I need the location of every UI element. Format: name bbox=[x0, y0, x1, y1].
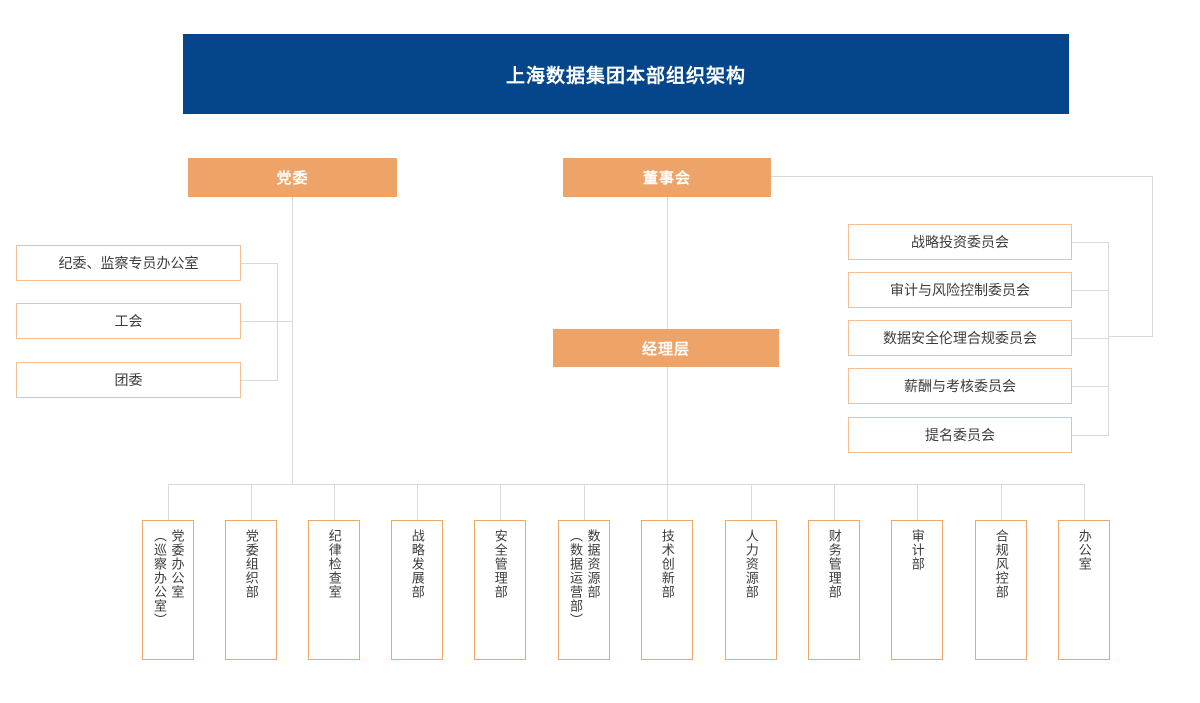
dept-box-mgmt-7-inner: 审计部 bbox=[892, 529, 942, 655]
dept-box-mgmt-3-main: 数据资源部 bbox=[585, 529, 601, 599]
dept-box-party-3-inner: 纪律检查室 bbox=[309, 529, 359, 655]
connector-management-spine bbox=[667, 367, 668, 484]
connector-party-units-stub bbox=[277, 321, 293, 322]
dept-box-mgmt-2-main: 安全管理部 bbox=[492, 529, 508, 599]
dept-box-mgmt-2-inner: 安全管理部 bbox=[475, 529, 525, 655]
connector-committee-5 bbox=[1072, 435, 1109, 436]
connector-mgmt-dept-drop-3 bbox=[584, 484, 585, 520]
dept-box-party-1[interactable]: 党委办公室 （巡察办公室） bbox=[142, 520, 194, 660]
dept-box-mgmt-8-main: 合规风控部 bbox=[993, 529, 1009, 599]
dept-box-mgmt-3[interactable]: 数据资源部 （数据运营部） bbox=[558, 520, 610, 660]
dept-box-mgmt-6-main: 财务管理部 bbox=[826, 529, 842, 599]
connector-party-dept-drop-1 bbox=[168, 484, 169, 520]
connector-committee-1 bbox=[1072, 242, 1109, 243]
connector-committee-riser-stub bbox=[1108, 336, 1153, 337]
node-committee-3[interactable]: 数据安全伦理合规委员会 bbox=[848, 320, 1072, 356]
connector-mgmt-dept-drop-9 bbox=[1084, 484, 1085, 520]
dept-box-mgmt-9[interactable]: 办公室 bbox=[1058, 520, 1110, 660]
node-committee-2-label: 审计与风险控制委员会 bbox=[890, 282, 1030, 298]
dept-box-party-2-main: 党委组织部 bbox=[243, 529, 259, 599]
node-party-unit-1-label: 纪委、监察专员办公室 bbox=[58, 255, 199, 271]
connector-party-dept-bus bbox=[168, 484, 417, 485]
connector-committee-4 bbox=[1072, 386, 1109, 387]
node-party-unit-3[interactable]: 团委 bbox=[16, 362, 241, 398]
connector-board-to-committees bbox=[771, 176, 1152, 177]
dept-box-mgmt-1[interactable]: 战略发展部 bbox=[391, 520, 443, 660]
dept-box-mgmt-8[interactable]: 合规风控部 bbox=[975, 520, 1027, 660]
dept-box-mgmt-6-inner: 财务管理部 bbox=[809, 529, 859, 655]
connector-management-dept-bus bbox=[417, 484, 1084, 485]
connector-mgmt-dept-drop-1 bbox=[417, 484, 418, 520]
node-party-committee[interactable]: 党委 bbox=[188, 158, 397, 197]
connector-mgmt-dept-drop-5 bbox=[751, 484, 752, 520]
node-committee-4-label: 薪酬与考核委员会 bbox=[904, 378, 1016, 394]
dept-box-mgmt-3-inner: 数据资源部 （数据运营部） bbox=[559, 529, 609, 655]
connector-board-to-management bbox=[667, 197, 668, 329]
node-committee-5[interactable]: 提名委员会 bbox=[848, 417, 1072, 453]
node-board-of-directors-label: 董事会 bbox=[642, 170, 691, 187]
connector-mgmt-dept-drop-7 bbox=[917, 484, 918, 520]
dept-box-mgmt-5[interactable]: 人力资源部 bbox=[725, 520, 777, 660]
dept-box-party-1-inner: 党委办公室 （巡察办公室） bbox=[143, 529, 193, 655]
dept-box-mgmt-5-inner: 人力资源部 bbox=[726, 529, 776, 655]
connector-committee-2 bbox=[1072, 290, 1109, 291]
connector-mgmt-dept-drop-4 bbox=[667, 484, 668, 520]
connector-committee-riser bbox=[1152, 176, 1153, 336]
connector-party-dept-drop-2 bbox=[251, 484, 252, 520]
dept-box-mgmt-2[interactable]: 安全管理部 bbox=[474, 520, 526, 660]
node-management-layer[interactable]: 经理层 bbox=[553, 329, 779, 367]
node-committee-4[interactable]: 薪酬与考核委员会 bbox=[848, 368, 1072, 404]
dept-box-mgmt-4[interactable]: 技术创新部 bbox=[641, 520, 693, 660]
dept-box-party-3[interactable]: 纪律检查室 bbox=[308, 520, 360, 660]
connector-committee-3 bbox=[1072, 338, 1109, 339]
node-committee-3-label: 数据安全伦理合规委员会 bbox=[883, 330, 1037, 346]
connector-party-dept-drop-3 bbox=[334, 484, 335, 520]
connector-party-units-bracket bbox=[277, 263, 278, 381]
node-party-unit-2[interactable]: 工会 bbox=[16, 303, 241, 339]
node-party-unit-3-label: 团委 bbox=[114, 372, 143, 388]
connector-mgmt-dept-drop-8 bbox=[1001, 484, 1002, 520]
dept-box-party-1-sub: （巡察办公室） bbox=[152, 529, 167, 627]
dept-box-mgmt-7-main: 审计部 bbox=[909, 529, 925, 571]
node-management-layer-label: 经理层 bbox=[641, 340, 690, 358]
dept-box-mgmt-8-inner: 合规风控部 bbox=[976, 529, 1026, 655]
connector-unit-1 bbox=[241, 263, 278, 264]
node-committee-1[interactable]: 战略投资委员会 bbox=[848, 224, 1072, 260]
chart-title-banner: 上海数据集团本部组织架构 bbox=[183, 34, 1069, 114]
dept-box-mgmt-7[interactable]: 审计部 bbox=[891, 520, 943, 660]
connector-unit-2 bbox=[241, 321, 278, 322]
dept-box-party-1-main: 党委办公室 bbox=[169, 529, 185, 599]
dept-box-mgmt-5-main: 人力资源部 bbox=[743, 529, 759, 599]
node-committee-2[interactable]: 审计与风险控制委员会 bbox=[848, 272, 1072, 308]
dept-box-mgmt-4-inner: 技术创新部 bbox=[642, 529, 692, 655]
connector-party-spine bbox=[292, 197, 293, 484]
dept-box-party-2-inner: 党委组织部 bbox=[226, 529, 276, 655]
dept-box-mgmt-9-inner: 办公室 bbox=[1059, 529, 1109, 655]
node-board-of-directors[interactable]: 董事会 bbox=[563, 158, 771, 197]
dept-box-party-2[interactable]: 党委组织部 bbox=[225, 520, 277, 660]
dept-box-mgmt-3-sub: （数据运营部） bbox=[568, 529, 583, 627]
dept-box-mgmt-9-main: 办公室 bbox=[1076, 529, 1092, 571]
node-committee-1-label: 战略投资委员会 bbox=[911, 234, 1009, 250]
dept-box-mgmt-4-main: 技术创新部 bbox=[659, 529, 675, 599]
connector-mgmt-dept-drop-2 bbox=[500, 484, 501, 520]
node-party-unit-2-label: 工会 bbox=[114, 313, 143, 329]
connector-unit-3 bbox=[241, 380, 278, 381]
dept-box-mgmt-1-inner: 战略发展部 bbox=[392, 529, 442, 655]
node-committee-5-label: 提名委员会 bbox=[925, 427, 995, 443]
node-party-committee-label: 党委 bbox=[276, 170, 309, 187]
page-title: 上海数据集团本部组织架构 bbox=[505, 65, 746, 87]
dept-box-party-3-main: 纪律检查室 bbox=[326, 529, 342, 599]
dept-box-mgmt-1-main: 战略发展部 bbox=[409, 529, 425, 599]
node-party-unit-1[interactable]: 纪委、监察专员办公室 bbox=[16, 245, 241, 281]
dept-box-mgmt-6[interactable]: 财务管理部 bbox=[808, 520, 860, 660]
connector-mgmt-dept-drop-6 bbox=[834, 484, 835, 520]
